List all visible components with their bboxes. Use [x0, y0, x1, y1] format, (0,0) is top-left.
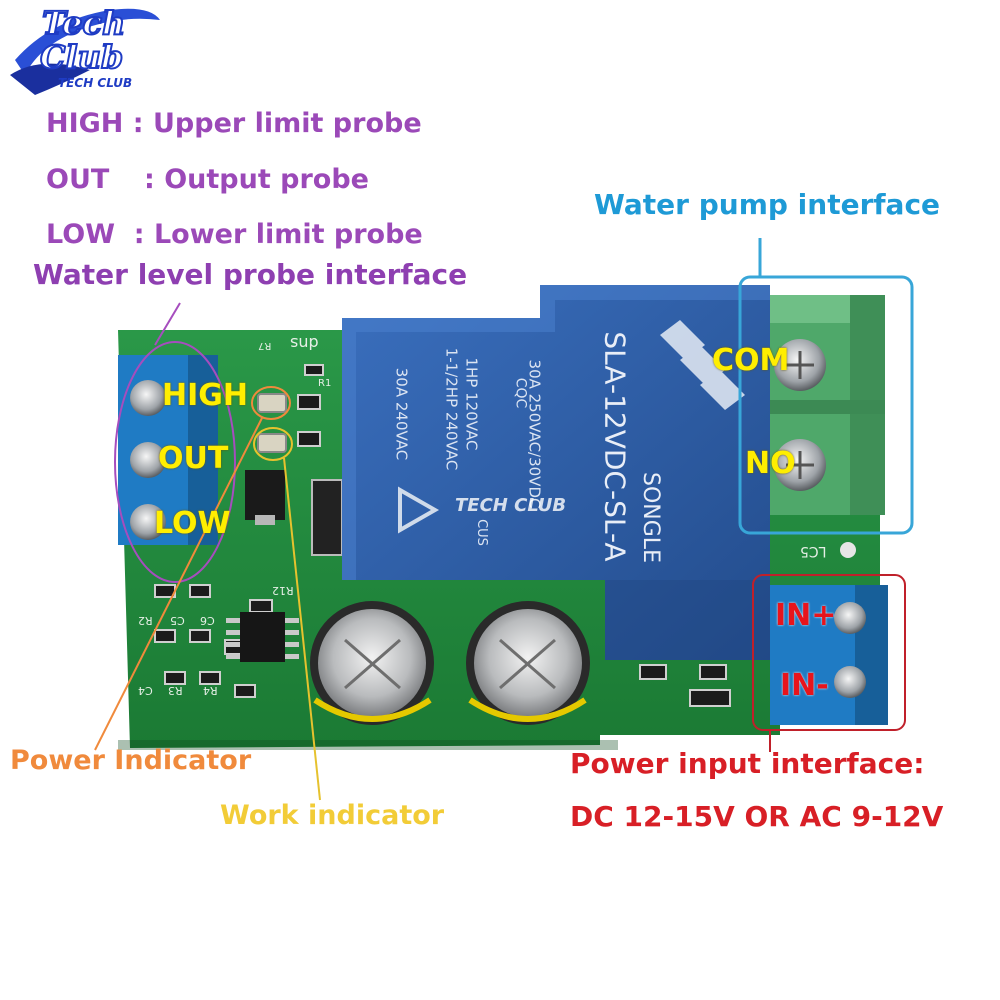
power-indicator-label: Power Indicator: [10, 745, 252, 776]
logo-word-1: Tech: [41, 3, 126, 43]
terminal-in-plus-label: IN+: [775, 598, 837, 633]
relay-cert: CQC: [512, 377, 529, 409]
terminal-high-label: HIGH: [162, 378, 249, 413]
silk-c4: C4: [138, 684, 153, 697]
diode: [311, 479, 343, 556]
relay: [342, 285, 770, 660]
ic-chip: [226, 612, 299, 662]
legend-out-key: OUT: [46, 164, 110, 195]
silk-r1: R1: [318, 378, 332, 389]
legend-out-desc: : Output probe: [144, 164, 369, 195]
probe-interface-label: Water level probe interface: [33, 258, 468, 291]
terminal-out-label: OUT: [158, 441, 229, 476]
power-indicator-pointer: [94, 417, 263, 751]
logo-tagline: TECH CLUB: [58, 76, 133, 90]
silk-r4: R4: [203, 684, 218, 697]
pump-interface-label: Water pump interface: [594, 188, 941, 221]
relay-brand: SONGLE: [637, 472, 663, 563]
watermark-tagline: TECH CLUB: [455, 495, 567, 516]
terminal-low-label: LOW: [154, 506, 231, 541]
legend-high: HIGH : Upper limit probe: [46, 108, 422, 139]
power-input-box: [752, 574, 906, 731]
terminal-com-label: COM: [712, 343, 790, 378]
terminal-no-label: NO: [745, 446, 796, 481]
work-indicator-circle: [253, 427, 293, 461]
tech-club-logo-icon: [10, 8, 160, 95]
power-led: [257, 393, 287, 413]
relay-rating-2: 1HP 120VAC: [462, 357, 481, 451]
probe-interface-highlight: [114, 341, 236, 583]
board-mount-hole: [840, 542, 856, 558]
relay-cert-2: CUS: [473, 519, 489, 546]
silk-r7: R7: [258, 340, 272, 351]
power-input-label-line1: Power input interface:: [570, 747, 925, 780]
silk-lc5: LC5: [800, 543, 827, 559]
transistor: [255, 515, 275, 525]
pcb-shadow-edge: [118, 740, 618, 750]
power-indicator-circle: [251, 386, 291, 420]
silk-c6: C6: [200, 614, 215, 627]
work-indicator-pointer: [283, 457, 321, 801]
probe-terminal-block: [118, 355, 218, 545]
relay-marker-triangle: [398, 486, 440, 534]
legend-low: LOW : Lower limit probe: [46, 219, 423, 250]
logo-word-2: Club: [39, 37, 124, 77]
power-terminal-block: [770, 585, 888, 725]
pump-terminal-block: [770, 295, 885, 515]
silk-c5: C5: [170, 614, 185, 627]
relay-rating-4: 30A 240VAC: [392, 367, 411, 461]
pump-interface-box: [738, 275, 914, 535]
silk-ic: dns: [290, 334, 319, 353]
relay-model: SLA-12VDC-SL-A: [598, 331, 632, 562]
transistor: [245, 470, 285, 520]
terminal-in-minus-label: IN-: [780, 668, 829, 703]
silk-r2: R2: [138, 614, 153, 627]
probe-interface-pointer: [154, 302, 181, 346]
work-led: [257, 433, 287, 453]
work-indicator-label: Work indicator: [220, 800, 445, 831]
capacitor: [466, 601, 590, 725]
smd-components: [154, 364, 731, 707]
power-input-label-line2: DC 12-15V OR AC 9-12V: [570, 800, 944, 833]
relay-rating-3: 1-1/2HP 240VAC: [442, 347, 461, 471]
capacitor: [310, 601, 434, 725]
songle-logo: [660, 320, 745, 410]
silk-r3: R3: [168, 684, 183, 697]
silk-r12: R12: [272, 584, 294, 597]
